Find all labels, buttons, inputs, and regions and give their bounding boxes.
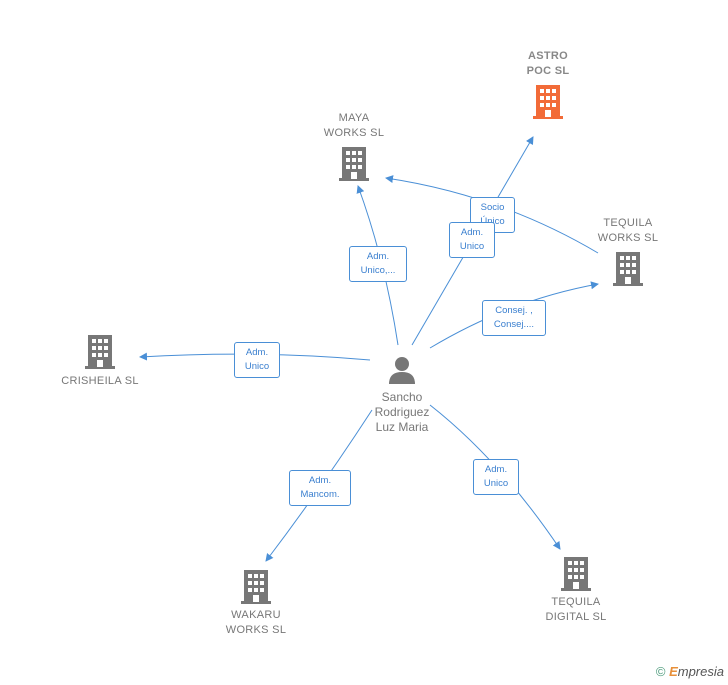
footer-brand: © Empresia xyxy=(656,664,724,679)
node-label: TEQUILA DIGITAL SL xyxy=(545,596,607,623)
relation-label[interactable]: Adm. Unico,... xyxy=(349,246,407,282)
person-name: Sancho Rodriguez Luz Maria xyxy=(374,390,430,434)
building-icon xyxy=(85,335,115,369)
node-astro-poc[interactable]: ASTRO POC SL xyxy=(510,49,586,119)
node-label: CRISHEILA SL xyxy=(61,375,139,387)
node-maya-works[interactable]: MAYA WORKS SL xyxy=(314,111,394,181)
node-label: ASTRO POC SL xyxy=(526,50,570,77)
building-icon xyxy=(613,252,643,286)
person-icon xyxy=(389,357,415,384)
brand-name: mpresia xyxy=(677,664,724,679)
node-label: WAKARU WORKS SL xyxy=(225,609,287,636)
center-person[interactable]: Sancho Rodriguez Luz Maria xyxy=(361,356,443,435)
node-tequila-works[interactable]: TEQUILA WORKS SL xyxy=(588,216,668,286)
node-tequila-digital[interactable]: TEQUILA DIGITAL SL xyxy=(536,557,616,625)
building-icon xyxy=(533,85,563,119)
brand-logo-e: E xyxy=(669,664,678,679)
node-crisheila[interactable]: CRISHEILA SL xyxy=(52,335,148,389)
building-icon xyxy=(339,147,369,181)
relation-label[interactable]: Consej. , Consej.... xyxy=(482,300,546,336)
building-icon xyxy=(241,570,271,604)
node-label: MAYA WORKS SL xyxy=(323,112,385,139)
relation-label[interactable]: Adm. Mancom. xyxy=(289,470,351,506)
node-label: TEQUILA WORKS SL xyxy=(597,217,659,244)
building-icon xyxy=(561,557,591,591)
relation-label[interactable]: Adm. Unico xyxy=(473,459,519,495)
node-wakaru-works[interactable]: WAKARU WORKS SL xyxy=(216,570,296,638)
relation-label[interactable]: Adm. Unico xyxy=(234,342,280,378)
copyright-symbol: © xyxy=(655,664,666,679)
relation-label[interactable]: Adm. Unico xyxy=(449,222,495,258)
